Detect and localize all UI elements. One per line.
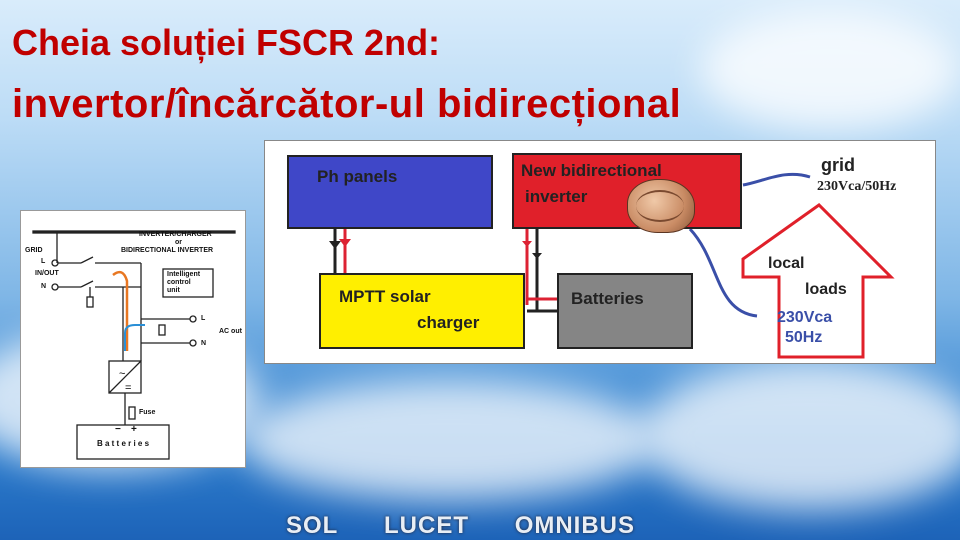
- grid-label: GRID: [25, 247, 43, 254]
- inverter-label-line2: inverter: [525, 187, 588, 206]
- batteries-label: Batteries: [571, 289, 644, 308]
- motto-word: SOL: [286, 512, 339, 539]
- slide-title-line1: Cheia soluției FSCR 2nd:: [12, 22, 441, 63]
- system-block-diagram: Ph panels New bidirectional inverter MPT…: [264, 140, 936, 364]
- local-loads-line1: local: [768, 255, 805, 272]
- ph-panels-label: Ph panels: [317, 167, 398, 186]
- ac-n-label: N: [201, 340, 207, 347]
- mppt-label-line1: MPTT solar: [339, 287, 431, 306]
- svg-text:=: =: [125, 382, 131, 394]
- batteries-box: [557, 273, 693, 349]
- grid-label: grid: [821, 155, 855, 175]
- mppt-label-line2: charger: [417, 313, 480, 332]
- fuse-label: Fuse: [139, 409, 156, 416]
- brain-icon: [627, 179, 695, 233]
- plus-label: +: [131, 424, 137, 435]
- minus-label: −: [115, 424, 121, 435]
- cloud: [700, 10, 960, 130]
- schematic-wiring: ~ =: [32, 230, 236, 460]
- cloud: [240, 380, 660, 500]
- grid-spec: 230Vca/50Hz: [817, 179, 897, 194]
- bidirectional-inverter-box: [512, 153, 742, 229]
- ac-out-label: AC out: [219, 328, 242, 335]
- ph-panels-box: [287, 155, 493, 229]
- loads-spec-frequency: 50Hz: [785, 329, 823, 346]
- diagram-wiring: [329, 172, 895, 359]
- schematic-header: INVERTER/CHARGER or: [139, 231, 212, 246]
- motto: SOL LUCET OMNIBUS: [286, 512, 673, 540]
- ac-l-label: L: [201, 315, 206, 322]
- motto-word: LUCET: [384, 512, 470, 539]
- control-unit-label: Intelligent control unit: [167, 271, 201, 294]
- cloud: [640, 360, 960, 510]
- slide-title-line2: invertor/încărcător-ul bidirecțional: [12, 82, 682, 126]
- inverter-label-line1: New bidirectional: [521, 161, 662, 180]
- svg-text:~: ~: [119, 368, 125, 380]
- batteries-label: B a t t e r i e s: [97, 439, 150, 448]
- motto-word: OMNIBUS: [514, 512, 636, 539]
- schematic-header-line3: BIDIRECTIONAL INVERTER: [121, 247, 214, 254]
- local-loads-line2: loads: [805, 281, 847, 298]
- l-label: L: [41, 258, 46, 265]
- n-label: N: [41, 283, 47, 290]
- inverter-charger-schematic: ~ = INVERTER/CHARGER or BIDIRECTIONAL IN…: [20, 210, 246, 468]
- in-out-label: IN/OUT: [35, 270, 59, 277]
- mppt-charger-box: [319, 273, 525, 349]
- loads-spec-voltage: 230Vca: [777, 309, 833, 326]
